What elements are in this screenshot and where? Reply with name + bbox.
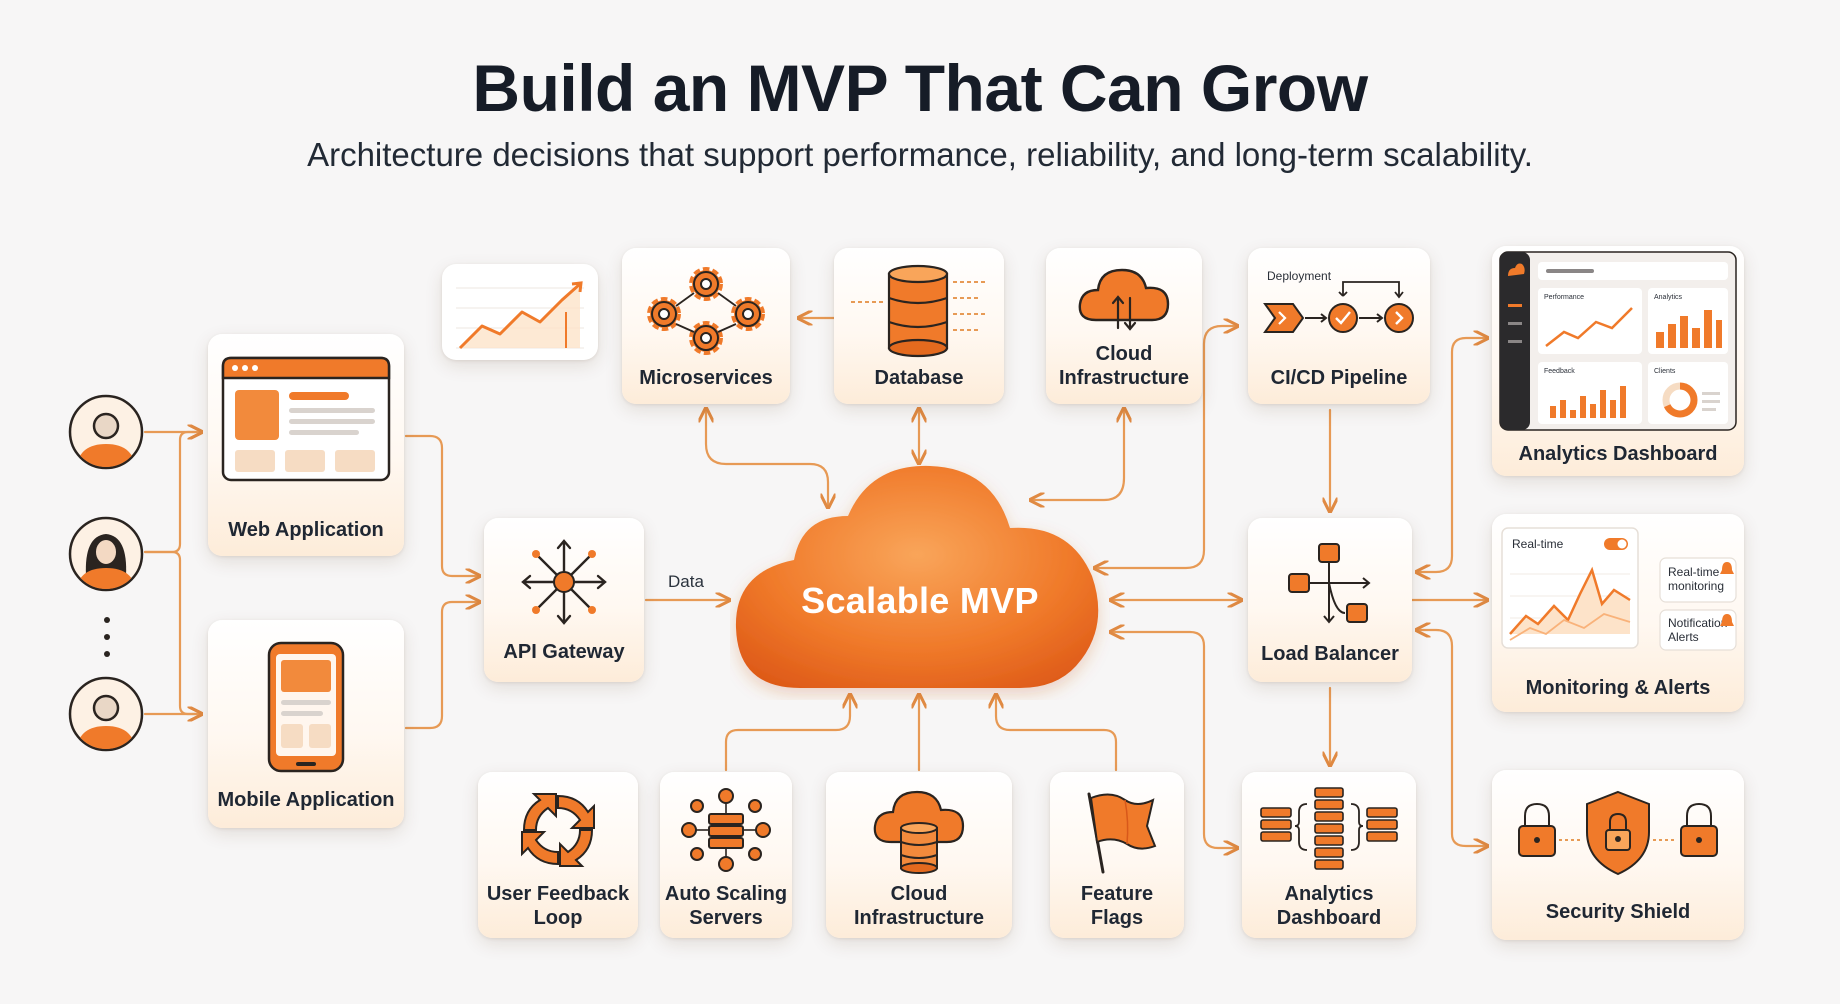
cloud-sync-icon [1078, 268, 1170, 331]
api-gateway-node: API Gateway [484, 518, 644, 682]
browser-window-icon [221, 356, 391, 482]
feedback-loop-icon [521, 793, 595, 867]
more-users-ellipsis [104, 617, 110, 657]
alert-notification-line1: Notification [1668, 616, 1727, 630]
wire-lb-analytics [1418, 338, 1486, 572]
feature-flags-label: Feature Flags [1050, 882, 1184, 930]
wire-user2-web [143, 432, 200, 554]
wire-micro-center [706, 410, 828, 506]
mobile-application-label: Mobile Application [217, 789, 395, 811]
cicd-pipeline-node: Deployment CI/CD Pipeline [1248, 248, 1430, 404]
cicd-pipeline-label: CI/CD Pipeline [1270, 367, 1408, 389]
page-title: Build an MVP That Can Grow [472, 51, 1368, 125]
panel-feedback-title: Feedback [1544, 368, 1575, 375]
auto-scaling-line2: Servers [689, 907, 763, 929]
data-network-icon [1260, 787, 1398, 870]
wire-flags-center [996, 696, 1118, 772]
auto-scaling-servers-node: Auto Scaling Servers [660, 772, 792, 938]
monitoring-realtime-title: Real-time [1512, 537, 1564, 551]
wire-web-api [404, 434, 478, 576]
panel-clients-title: Clients [1654, 368, 1676, 375]
cloud-infrastructure-bottom-node: Cloud Infrastructure [826, 772, 1012, 938]
monitoring-panel-icon: Real-time Real-time monitoring Notificat… [1501, 527, 1737, 651]
cloud-infrastructure-top-node: Cloud Infrastructure [1046, 248, 1202, 404]
cloud-infrastructure-top-line2: Infrastructure [1058, 367, 1190, 389]
wire-center-analytics-bottom [1112, 632, 1236, 848]
user-avatar-1 [68, 394, 144, 470]
gears-icon [647, 267, 765, 355]
wire-mobile-api [404, 602, 478, 730]
analytics-dashboard-bottom-label: Analytics Dashboard [1242, 882, 1416, 930]
load-balancer-label: Load Balancer [1261, 643, 1399, 665]
database-icon [851, 264, 985, 358]
cloud-infrastructure-bottom-line2: Infrastructure [853, 907, 985, 929]
scalable-mvp-cloud [735, 465, 1099, 688]
auto-scaling-servers-label: Auto Scaling Servers [660, 882, 792, 930]
user-feedback-loop-line2: Loop [533, 907, 583, 929]
alert-realtime-line2: monitoring [1668, 579, 1724, 593]
database-node: Database [834, 248, 1004, 404]
analytics-dashboard-label: Analytics Dashboard [1518, 443, 1718, 465]
cloud-infrastructure-top-line1: Cloud [1095, 343, 1153, 365]
dashboard-screen-icon: Performance Analytics Feedback Clients [1499, 251, 1737, 431]
web-application-label: Web Application [228, 519, 384, 541]
cloud-infrastructure-bottom-label: Cloud Infrastructure [826, 882, 1012, 930]
microservices-label: Microservices [639, 367, 773, 389]
user-feedback-loop-label: User Feedback Loop [478, 882, 638, 930]
alert-notification-line2: Alerts [1668, 630, 1699, 644]
pipeline-icon: Deployment [1263, 269, 1414, 333]
cloud-infrastructure-bottom-line1: Cloud [890, 883, 948, 905]
growth-chart-card [442, 264, 598, 360]
microservices-node: Microservices [622, 248, 790, 404]
security-shield-label: Security Shield [1545, 901, 1691, 923]
user-feedback-loop-line1: User Feedback [486, 883, 630, 905]
mobile-application-node: Mobile Application [208, 620, 404, 828]
security-shield-node: Security Shield [1492, 770, 1744, 940]
cloud-infrastructure-top-label: Cloud Infrastructure [1046, 342, 1202, 390]
growth-chart-icon [456, 281, 584, 350]
web-application-node: Web Application [208, 334, 404, 556]
panel-performance-title: Performance [1544, 294, 1584, 301]
load-balancer-node: Load Balancer [1248, 518, 1412, 682]
auto-scaling-line1: Auto Scaling [664, 883, 788, 905]
auto-scaling-icon [681, 788, 771, 872]
api-gateway-icon [521, 539, 607, 625]
feature-flags-line1: Feature [1080, 883, 1154, 905]
mobile-phone-icon [267, 641, 345, 773]
load-balancer-icon [1288, 543, 1371, 624]
alert-realtime-line1: Real-time [1668, 565, 1720, 579]
scalable-mvp-label: Scalable MVP [801, 580, 1039, 621]
pipeline-deployment-caption: Deployment [1267, 269, 1332, 283]
flag-icon [1087, 792, 1157, 874]
feature-flags-line2: Flags [1090, 907, 1144, 929]
feature-flags-node: Feature Flags [1050, 772, 1184, 938]
cloud-database-icon [873, 790, 965, 874]
monitoring-alerts-label: Monitoring & Alerts [1525, 677, 1711, 699]
monitoring-alerts-node: Real-time Real-time monitoring Notificat… [1492, 514, 1744, 712]
wire-lb-security [1418, 630, 1486, 846]
analytics-dashboard-bottom-node: Analytics Dashboard [1242, 772, 1416, 938]
user-feedback-loop-node: User Feedback Loop [478, 772, 638, 938]
analytics-dashboard-bottom-line2: Dashboard [1276, 907, 1382, 929]
analytics-dashboard-bottom-line1: Analytics [1284, 883, 1374, 905]
page-subtitle: Architecture decisions that support perf… [307, 136, 1533, 173]
security-shield-icon [1518, 790, 1718, 876]
wire-cicd-center [1096, 326, 1236, 568]
api-gateway-label: API Gateway [503, 641, 625, 663]
wire-user2-mobile [143, 550, 200, 714]
database-label: Database [874, 367, 964, 389]
wire-autoscale-center [724, 696, 850, 772]
user-avatar-3 [68, 676, 144, 752]
user-avatar-2 [68, 516, 144, 592]
analytics-dashboard-node: Performance Analytics Feedback Clients A… [1492, 246, 1744, 476]
panel-analytics-title: Analytics [1654, 294, 1683, 301]
data-edge-label: Data [668, 572, 704, 591]
